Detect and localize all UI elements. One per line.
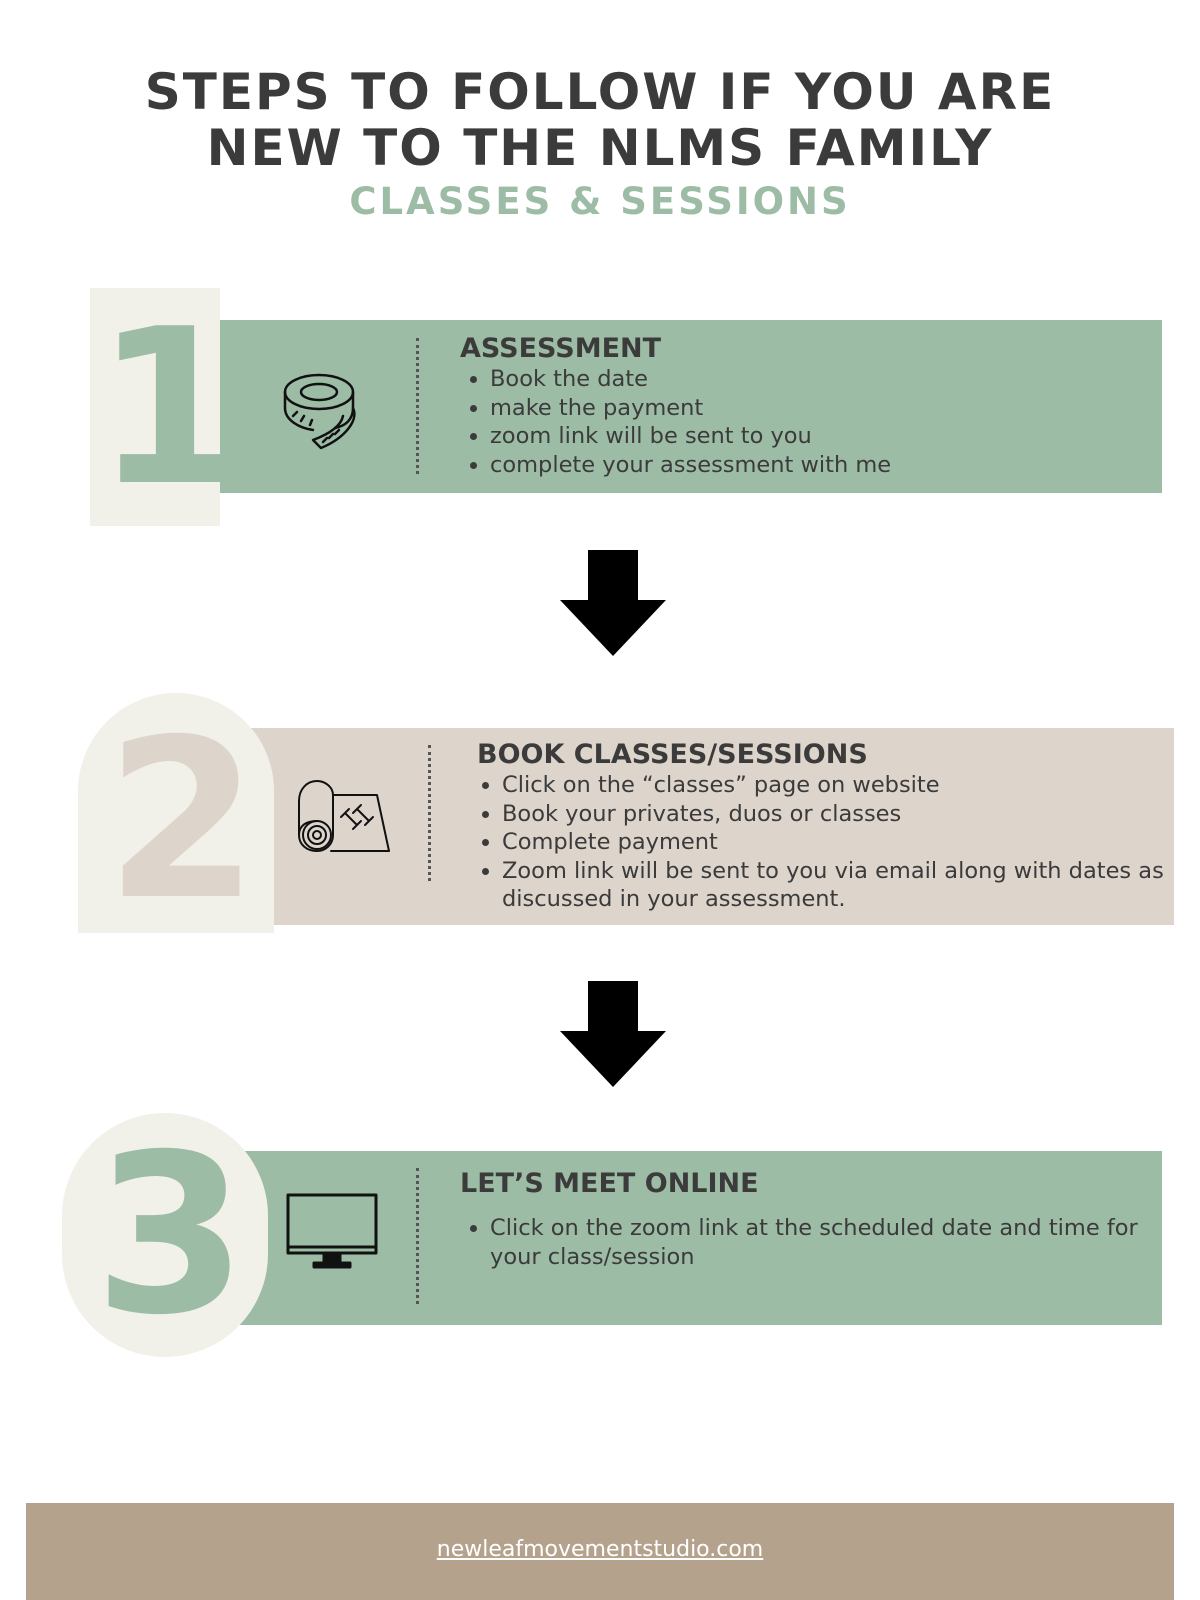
step-3-band [240,1151,1162,1325]
website-link[interactable]: newleafmovementstudio.com [436,1537,764,1562]
list-item: zoom link will be sent to you [490,422,1170,451]
step-3-heading: LET’S MEET ONLINE [460,1168,759,1199]
step-2-number-backdrop [78,693,274,933]
page-title-line-2: NEW TO THE NLMS FAMILY [206,119,994,177]
footer-bar: newleafmovementstudio.com [26,1503,1174,1600]
monitor-icon [286,1192,378,1276]
page-subtitle: CLASSES & SESSIONS [349,180,851,223]
list-item: Click on the zoom link at the scheduled … [490,1214,1150,1271]
page-title-line-1: STEPS TO FOLLOW IF YOU ARE [144,63,1056,121]
step-1-band [200,320,1162,493]
yoga-mat-dumbbells-icon [297,775,391,859]
step-3-list: Click on the zoom link at the scheduled … [460,1214,1150,1271]
step-1-number: 1 [95,282,245,533]
list-item: Complete payment [502,828,1172,857]
step-3-divider [416,1168,419,1304]
step-3-number: 3 [93,1107,247,1363]
step-1-number-backdrop [90,288,220,526]
step-2-divider [428,745,431,881]
list-item: Book your privates, duos or classes [502,800,1172,829]
step-1-list: Book the date make the payment zoom link… [460,365,1170,479]
list-item: Book the date [490,365,1170,394]
step-1-heading: ASSESSMENT [460,333,662,364]
step-2-band [250,728,1174,925]
list-item: Zoom link will be sent to you via email … [502,857,1172,914]
step-2-heading: BOOK CLASSES/SESSIONS [477,739,868,770]
down-arrow-icon [560,981,666,1091]
list-item: complete your assessment with me [490,451,1170,480]
down-arrow-icon [560,550,666,660]
list-item: Click on the “classes” page on website [502,771,1172,800]
step-3-number-backdrop [62,1113,268,1357]
list-item: make the payment [490,394,1170,423]
step-2-number: 2 [105,692,258,948]
measuring-tape-icon [283,368,363,456]
step-1-divider [416,338,419,474]
step-2-list: Click on the “classes” page on website B… [472,771,1172,914]
